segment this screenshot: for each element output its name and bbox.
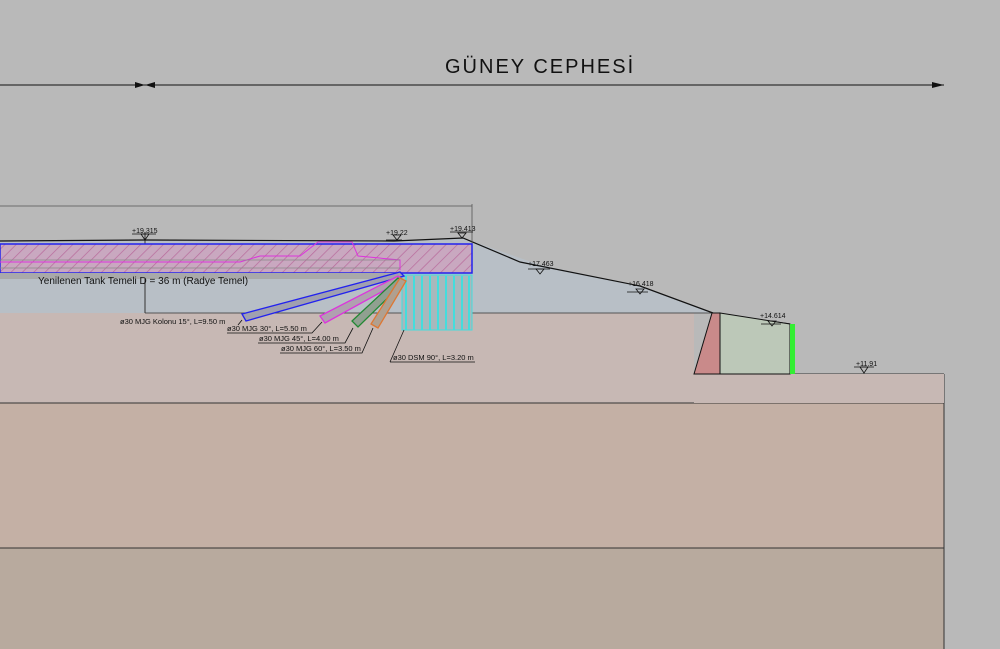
callout-mjg-15: ø30 MJG Kolonu 15°, L=9.50 m	[120, 317, 225, 326]
elevation-label: +19.413	[450, 226, 476, 233]
elevation-label: +17.463	[528, 261, 554, 268]
ground-line	[0, 237, 791, 325]
soil-layer-2	[0, 403, 944, 548]
soil-layer-3	[0, 548, 944, 649]
elevation-label: +14.614	[760, 313, 786, 320]
callout-dsm-90: ø30 DSM 90°, L=3.20 m	[393, 353, 474, 362]
elevation-label: +16.418	[628, 281, 654, 288]
drain-layer	[790, 324, 795, 374]
drawing-title: GÜNEY CEPHESİ	[445, 55, 635, 78]
foundation-label: Yenilenen Tank Temeli D = 36 m (Radye Te…	[38, 276, 248, 287]
callout-mjg-60: ø30 MJG 60°, L=3.50 m	[281, 344, 361, 353]
backfill	[719, 312, 791, 375]
callout-mjg-30: ø30 MJG 30°, L=5.50 m	[227, 324, 307, 333]
elevation-label: +11.91	[856, 361, 877, 368]
elevation-label: +19.22	[386, 230, 408, 237]
mjg-column-15	[241, 271, 406, 322]
callout-mjg-45: ø30 MJG 45°, L=4.00 m	[259, 334, 339, 343]
raft-foundation	[0, 243, 473, 274]
mjg-column-60	[370, 277, 407, 329]
elevation-label: +19.315	[132, 228, 158, 235]
dsm-columns	[401, 274, 473, 331]
elevation-markers	[132, 231, 874, 374]
